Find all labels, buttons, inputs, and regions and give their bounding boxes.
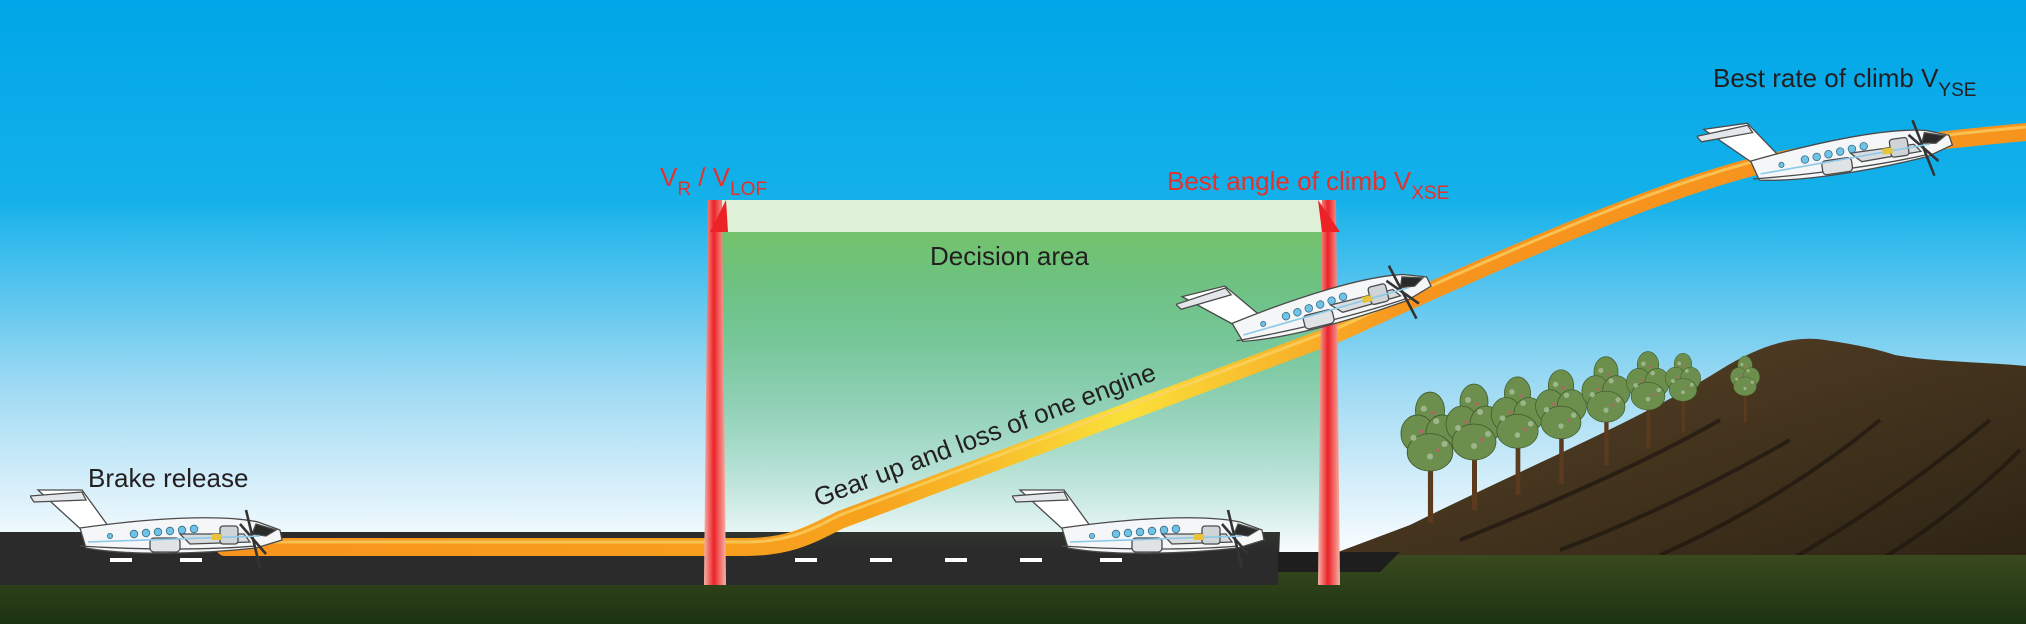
decision-area-top (712, 200, 1335, 232)
decision-area-label: Decision area (930, 241, 1090, 271)
vr-vlof-label: VR / VLOF (660, 162, 767, 200)
runway-centerline (110, 558, 1122, 562)
decision-area (712, 232, 1332, 552)
vxse-marker-cap (1318, 200, 1340, 232)
hill (1330, 338, 2026, 560)
hill-ridges (1459, 418, 2022, 562)
brake-release-label: Brake release (88, 463, 248, 493)
vr-vlof-marker (704, 200, 726, 585)
vr-vlof-marker-cap (710, 200, 728, 232)
best-rate-of-climb-label: Best rate of climb VYSE (1713, 63, 1976, 101)
best-angle-of-climb-label: Best angle of climb VXSE (1167, 166, 1449, 204)
